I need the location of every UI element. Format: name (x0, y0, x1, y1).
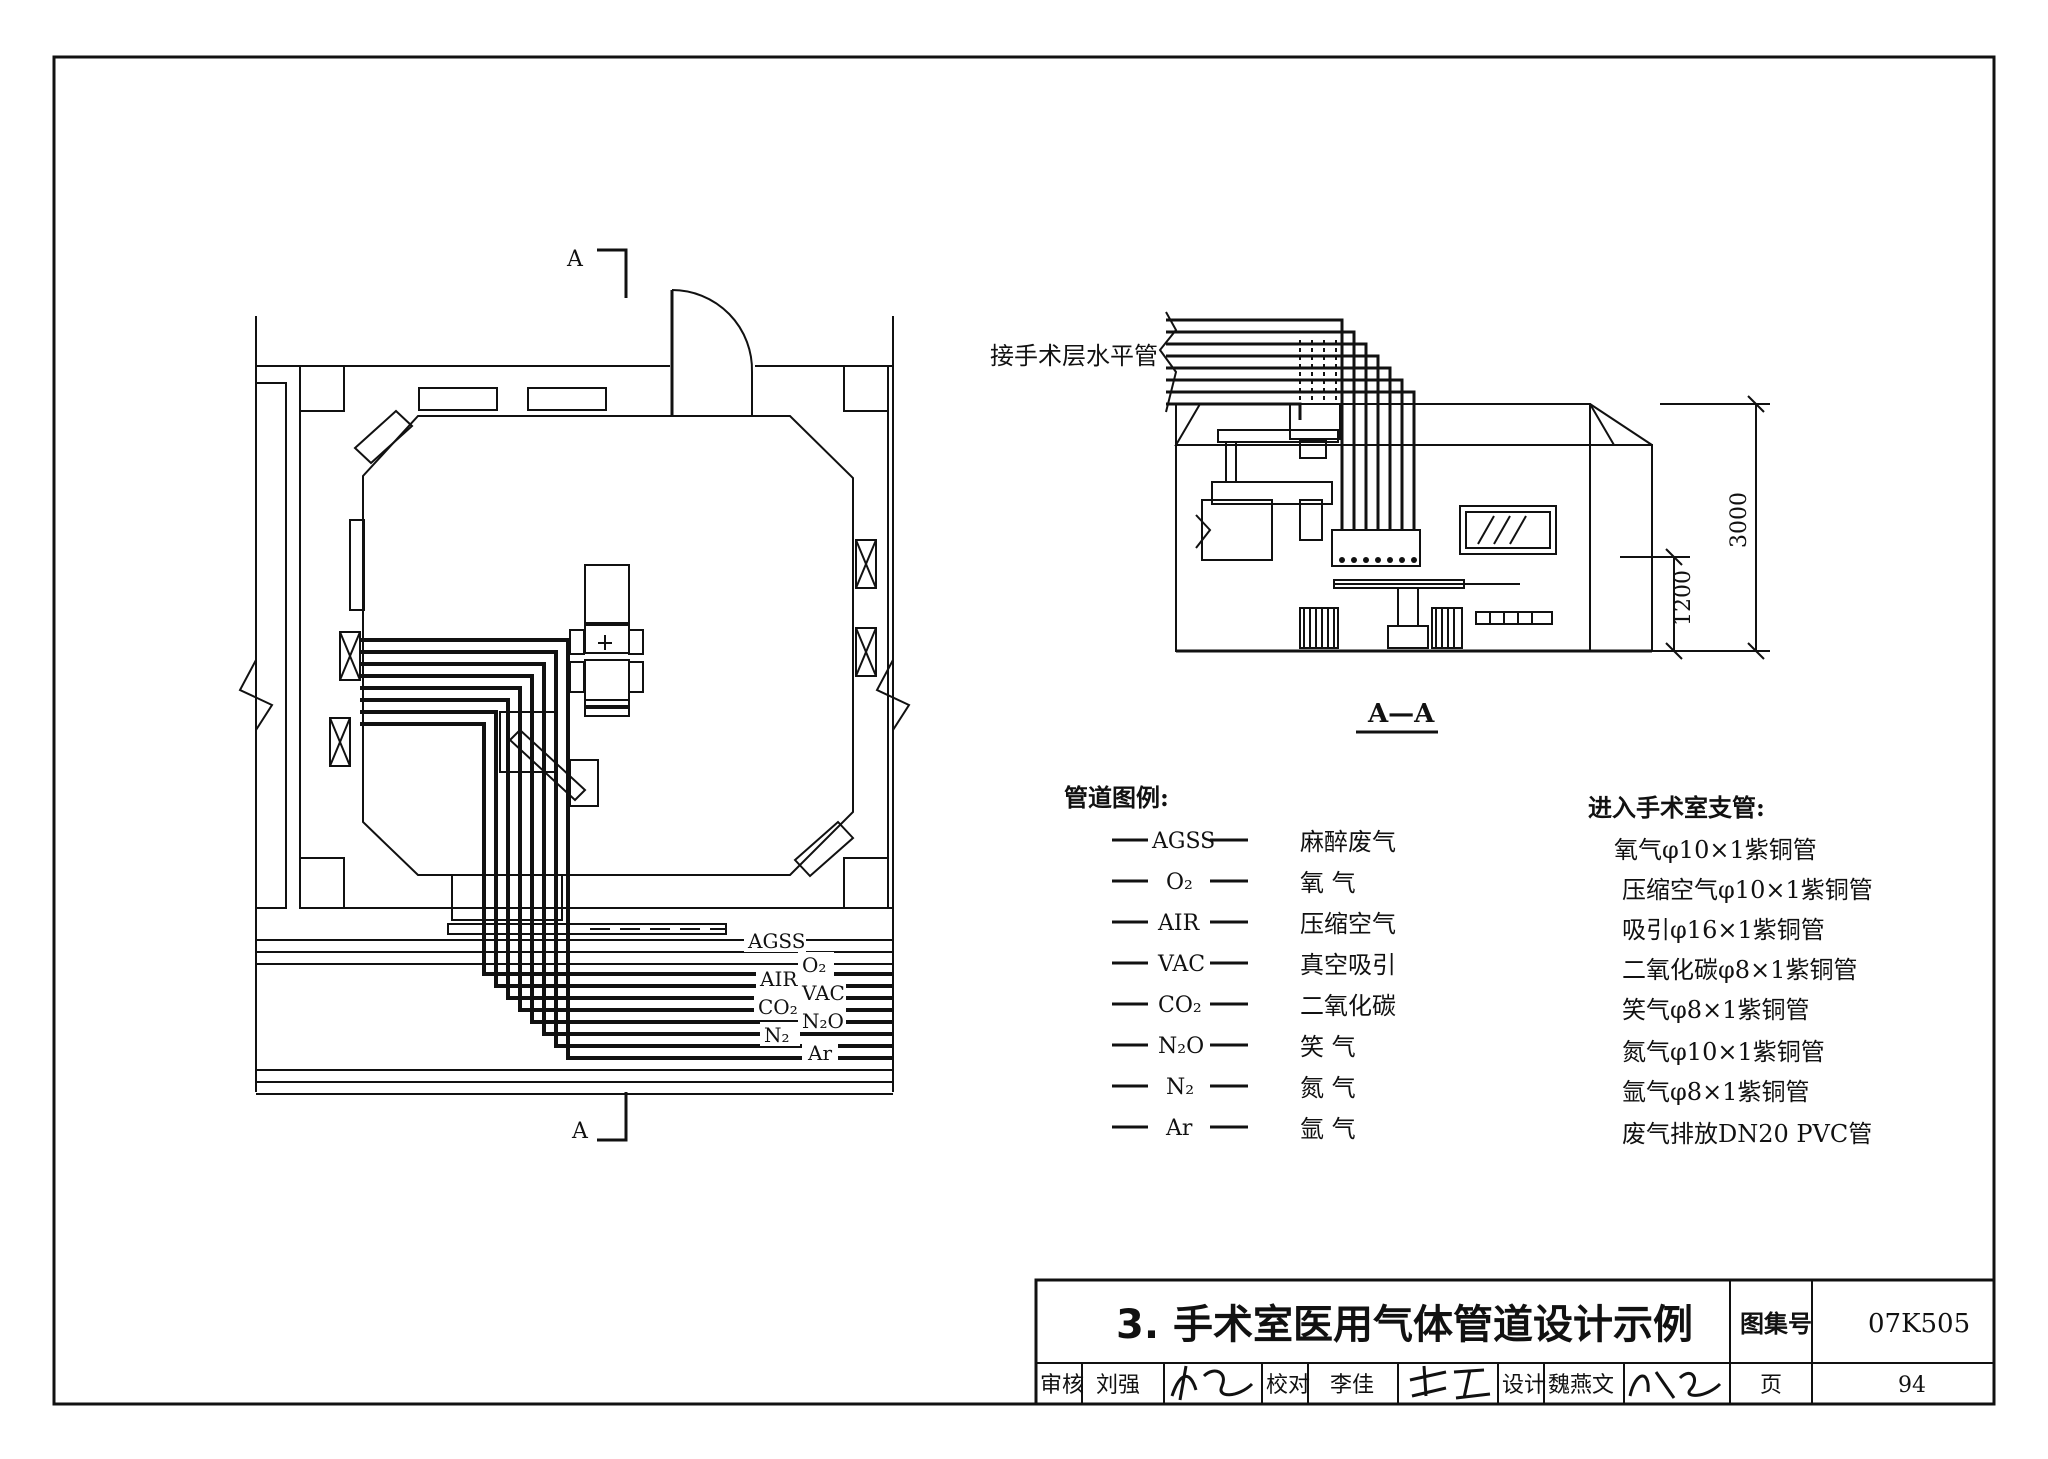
branch-pipe-item: 氮气φ10×1紫铜管 (1622, 1038, 1825, 1066)
legend-item: N₂ 氮 气 (1112, 1074, 1356, 1102)
legend-name: 二氧化碳 (1300, 992, 1396, 1020)
legend-code: VAC (1157, 952, 1205, 977)
section-mark-bottom: A (571, 1119, 589, 1144)
legend-item: VAC 真空吸引 (1112, 951, 1396, 979)
signature-designer (1628, 1371, 1722, 1399)
atlas-label: 图集号 (1740, 1309, 1812, 1338)
review-label: 审核 (1040, 1373, 1084, 1398)
section-mark-top: A (566, 247, 584, 272)
plan-label-vac: VAC (801, 981, 845, 1005)
plan-label-o2: O₂ (802, 953, 826, 977)
drawing-title: 3. 手术室医用气体管道设计示例 (1116, 1302, 1693, 1348)
check-label: 校对 (1266, 1373, 1310, 1398)
designer-name: 魏燕文 (1548, 1373, 1614, 1398)
section-caption: A—A (1367, 699, 1435, 729)
branch-pipe-item: 废气排放DN20 PVC管 (1622, 1120, 1872, 1148)
signature-checker (1409, 1365, 1491, 1400)
legend-code: N₂ (1166, 1075, 1194, 1100)
design-label: 设计 (1502, 1373, 1546, 1398)
dim-1200: 1200 (1671, 570, 1696, 626)
page-number: 94 (1898, 1373, 1926, 1398)
plan-pipe-bundle (360, 638, 893, 1060)
legend-item: Ar 氩 气 (1112, 1115, 1356, 1143)
branch-pipe-item: 吸引φ16×1紫铜管 (1622, 916, 1825, 944)
plan-label-agss: AGSS (747, 929, 805, 953)
sheet-frame (52, 55, 1996, 1406)
title-block (1034, 1278, 1996, 1406)
legend-item: O₂ 氧 气 (1112, 869, 1356, 897)
plan-label-n2o: N₂O (802, 1009, 844, 1033)
plan-label-air: AIR (759, 967, 798, 991)
branch-pipe-item: 压缩空气φ10×1紫铜管 (1622, 876, 1873, 904)
plan-label-co2: CO₂ (758, 995, 798, 1019)
legend-name: 麻醉废气 (1300, 828, 1396, 856)
page-label: 页 (1760, 1373, 1782, 1398)
checker-name: 李佳 (1330, 1373, 1374, 1398)
legend-name: 氩 气 (1300, 1115, 1356, 1143)
legend-code: AIR (1157, 911, 1201, 936)
legend-item: CO₂ 二氧化碳 (1112, 992, 1396, 1020)
signature-reviewer (1170, 1365, 1254, 1401)
legend-items: AGSS 麻醉废气 O₂ 氧 气 AIR 压缩空气 VAC 真空吸引 CO₂ 二… (1112, 828, 1396, 1143)
branch-pipe-item: 笑气φ8×1紫铜管 (1622, 996, 1809, 1024)
legend-name: 笑 气 (1300, 1033, 1356, 1061)
legend-name: 氧 气 (1300, 869, 1356, 897)
branch-pipe-item: 二氧化碳φ8×1紫铜管 (1622, 956, 1857, 984)
section-dashed-drops (1299, 340, 1337, 404)
branch-pipe-item: 氩气φ8×1紫铜管 (1622, 1078, 1809, 1106)
branch-pipes-title: 进入手术室支管: (1588, 793, 1765, 822)
legend-code: AGSS (1151, 829, 1215, 854)
legend-item: AGSS 麻醉废气 (1112, 828, 1396, 856)
legend-name: 氮 气 (1300, 1074, 1356, 1102)
plan-label-ar: Ar (807, 1041, 832, 1065)
plan-label-n2: N₂ (764, 1023, 790, 1047)
legend-code: O₂ (1166, 870, 1193, 895)
legend-item: N₂O 笑 气 (1112, 1033, 1356, 1061)
section-dimensions (1620, 395, 1770, 660)
connect-horizontal-pipe-label: 接手术层水平管 (990, 342, 1158, 370)
section-outlets (1339, 557, 1417, 563)
reviewer-name: 刘强 (1096, 1373, 1140, 1398)
legend-name: 真空吸引 (1300, 951, 1396, 979)
legend-title: 管道图例: (1064, 783, 1169, 812)
section-pipe-bundle (1166, 318, 1416, 530)
legend-code: N₂O (1158, 1034, 1204, 1059)
branch-pipe-item: 氧气φ10×1紫铜管 (1614, 836, 1817, 864)
dim-3000: 3000 (1727, 492, 1752, 548)
atlas-number: 07K505 (1868, 1309, 1970, 1339)
legend-code: Ar (1165, 1116, 1193, 1141)
legend-code: CO₂ (1158, 993, 1202, 1018)
legend-item: AIR 压缩空气 (1112, 910, 1396, 938)
branch-pipes-list: 氧气φ10×1紫铜管 压缩空气φ10×1紫铜管 吸引φ16×1紫铜管 二氧化碳φ… (1614, 836, 1873, 1148)
legend-name: 压缩空气 (1300, 910, 1396, 938)
